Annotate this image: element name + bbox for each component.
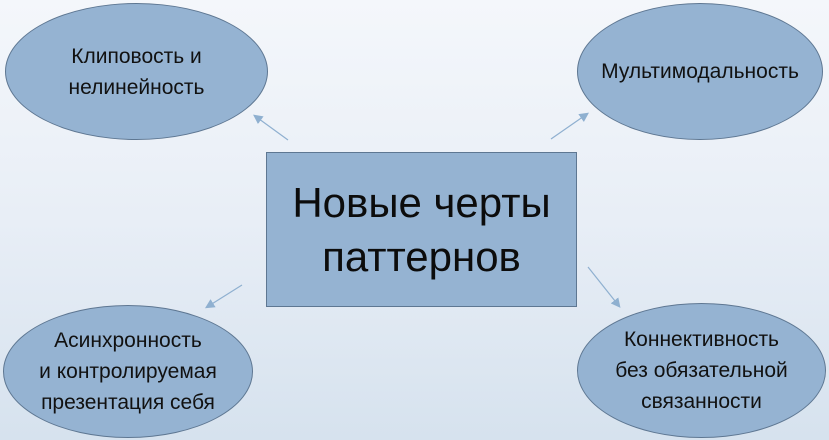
node-bottom-left: Асинхронность и контролируемая презентац… — [3, 305, 253, 438]
arrow-to-bottom-left — [204, 284, 243, 309]
node-label: Клиповость и нелинейность — [68, 44, 205, 99]
arrow-to-bottom-right — [587, 266, 621, 308]
arrow-to-top-left — [253, 114, 289, 141]
node-label: Коннективность без обязательной связанно… — [615, 328, 788, 413]
node-top-right: Мультимодальность — [577, 3, 823, 140]
arrow-to-top-right — [550, 112, 589, 140]
node-top-left: Клиповость и нелинейность — [5, 3, 268, 140]
central-topic-box: Новые черты паттернов — [266, 152, 577, 307]
central-topic-label: Новые черты паттернов — [292, 178, 551, 280]
node-bottom-right: Коннективность без обязательной связанно… — [577, 303, 826, 438]
node-label: Асинхронность и контролируемая презентац… — [39, 329, 217, 414]
node-label: Мультимодальность — [601, 60, 799, 83]
